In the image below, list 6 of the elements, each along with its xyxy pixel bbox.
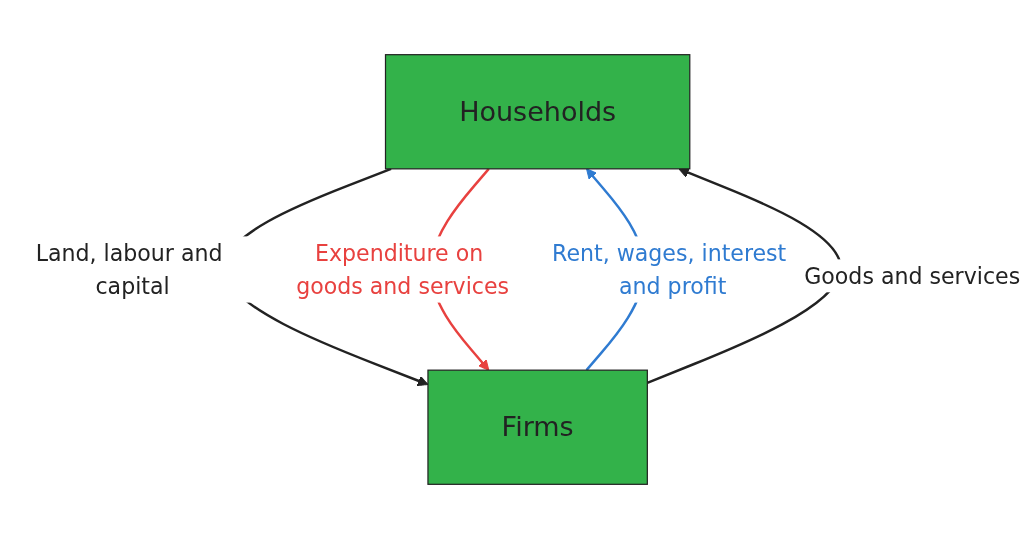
edge-label: Rent, wages, interest and profit [552, 240, 787, 299]
edge-label: Land, labour and capital [35, 240, 223, 299]
edge-label: Goods and services [804, 262, 1021, 289]
node-box: Households [384, 54, 691, 170]
edge-label: Expenditure on goods and services [296, 240, 510, 299]
node-box: Firms [427, 369, 648, 485]
